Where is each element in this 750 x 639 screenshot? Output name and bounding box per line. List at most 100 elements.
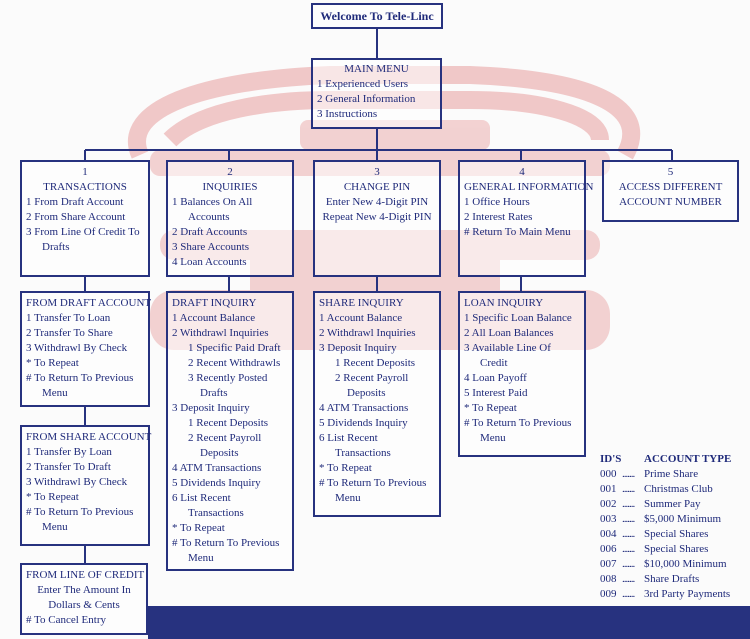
- transactions-item[interactable]: 3 From Line Of Credit To Drafts: [26, 226, 140, 253]
- legend-row: 004.......Special Shares: [600, 527, 750, 542]
- main-menu-box: MAIN MENU 1 Experienced Users 2 General …: [311, 58, 442, 129]
- from-share-title: FROM SHARE ACCOUNT: [26, 431, 152, 443]
- from-draft-title: FROM DRAFT ACCOUNT: [26, 297, 152, 309]
- legend-dots: .......: [622, 513, 635, 525]
- transactions-item[interactable]: 1 From Draft Account: [26, 196, 124, 208]
- main-menu-item[interactable]: 2 General Information: [317, 93, 416, 105]
- draft-inquiry-item[interactable]: 5 Dividends Inquiry: [172, 477, 261, 489]
- inquiries-item[interactable]: 1 Balances On All Accounts: [172, 196, 253, 223]
- legend-row: 002.......Summer Pay: [600, 497, 750, 512]
- legend-row: 008.......Share Drafts: [600, 572, 750, 587]
- legend-id: 004: [600, 528, 617, 540]
- change-pin-number: 3: [374, 166, 380, 178]
- share-inquiry-item[interactable]: 5 Dividends Inquiry: [319, 417, 408, 429]
- bottom-band: [148, 606, 750, 639]
- from-draft-item[interactable]: 3 Withdrawl By Check: [26, 342, 128, 354]
- draft-inquiry-item[interactable]: 2 Withdrawl Inquiries: [172, 327, 269, 339]
- legend-header: ID'S ACCOUNT TYPE: [600, 452, 750, 467]
- draft-inquiry-item[interactable]: 4 ATM Transactions: [172, 462, 262, 474]
- draft-inquiry-subitem[interactable]: 2 Recent Withdrawls: [188, 357, 281, 369]
- main-menu-item[interactable]: 3 Instructions: [317, 108, 378, 120]
- draft-inquiry-item[interactable]: 1 Account Balance: [172, 312, 256, 324]
- share-inquiry-subitem[interactable]: 1 Recent Deposits: [335, 357, 416, 369]
- from-share-item[interactable]: 1 Transfer By Loan: [26, 446, 112, 458]
- from-share-item[interactable]: # To Return To Previous Menu: [26, 506, 134, 533]
- draft-inquiry-subitem[interactable]: 3 Recently Posted Drafts: [188, 372, 268, 399]
- share-inquiry-item[interactable]: 2 Withdrawl Inquiries: [319, 327, 416, 339]
- legend-dots: .......: [622, 588, 635, 600]
- loan-inquiry-item[interactable]: 5 Interest Paid: [464, 387, 528, 399]
- general-info-box: 4 GENERAL INFORMATION 1 Office Hours 2 I…: [458, 160, 594, 277]
- from-loc-title: FROM LINE OF CREDIT: [26, 569, 145, 581]
- from-draft-box: FROM DRAFT ACCOUNT 1 Transfer To Loan 2 …: [20, 291, 152, 407]
- main-menu-item[interactable]: 1 Experienced Users: [317, 78, 409, 90]
- share-inquiry-item[interactable]: 1 Account Balance: [319, 312, 403, 324]
- general-info-item[interactable]: # Return To Main Menu: [464, 226, 571, 238]
- share-inquiry-item[interactable]: # To Return To Previous Menu: [319, 477, 427, 504]
- share-inquiry-item[interactable]: 3 Deposit Inquiry: [319, 342, 397, 354]
- share-inquiry-subitem[interactable]: 2 Recent Payroll Deposits: [335, 372, 409, 399]
- draft-inquiry-item[interactable]: # To Return To Previous Menu: [172, 537, 280, 564]
- from-loc-item[interactable]: Enter The Amount In Dollars & Cents: [37, 584, 131, 611]
- legend-id: 006: [600, 543, 617, 555]
- inquiries-item[interactable]: 3 Share Accounts: [172, 241, 249, 253]
- draft-inquiry-title: DRAFT INQUIRY: [172, 297, 257, 309]
- draft-inquiry-item[interactable]: 3 Deposit Inquiry: [172, 402, 250, 414]
- from-share-item[interactable]: * To Repeat: [26, 491, 79, 503]
- legend-id: 007: [600, 558, 617, 570]
- share-inquiry-item[interactable]: 6 List Recent Transactions: [319, 432, 391, 459]
- transactions-number: 1: [82, 166, 88, 178]
- loan-inquiry-box: LOAN INQUIRY 1 Specific Loan Balance 2 A…: [458, 291, 586, 457]
- inquiries-box: 2 INQUIRIES 1 Balances On All Accounts 2…: [166, 160, 294, 277]
- from-loc-box: FROM LINE OF CREDIT Enter The Amount In …: [20, 563, 148, 635]
- inquiries-item[interactable]: 2 Draft Accounts: [172, 226, 248, 238]
- legend-type: Share Drafts: [644, 573, 700, 585]
- loan-inquiry-item[interactable]: 2 All Loan Balances: [464, 327, 554, 339]
- legend-row: 003.......$5,000 Minimum: [600, 512, 750, 527]
- loan-inquiry-item[interactable]: 4 Loan Payoff: [464, 372, 527, 384]
- legend-row: 006.......Special Shares: [600, 542, 750, 557]
- transactions-item[interactable]: 2 From Share Account: [26, 211, 126, 223]
- legend-row: 007.......$10,000 Minimum: [600, 557, 750, 572]
- legend-id: 008: [600, 573, 617, 585]
- access-account-box: 5 ACCESS DIFFERENT ACCOUNT NUMBER: [602, 160, 739, 222]
- legend-type: Special Shares: [644, 528, 709, 540]
- legend-dots: .......: [622, 558, 635, 570]
- general-info-title: GENERAL INFORMATION: [464, 181, 594, 193]
- from-draft-item[interactable]: # To Return To Previous Menu: [26, 372, 134, 399]
- legend-type: Prime Share: [644, 468, 699, 480]
- access-account-number: 5: [667, 166, 674, 178]
- loan-inquiry-item[interactable]: 3 Available Line Of Credit: [464, 342, 551, 369]
- welcome-box: Welcome To Tele-Linc: [311, 3, 443, 29]
- from-share-item[interactable]: 3 Withdrawl By Check: [26, 476, 128, 488]
- loan-inquiry-item[interactable]: 1 Specific Loan Balance: [464, 312, 572, 324]
- share-inquiry-box: SHARE INQUIRY 1 Account Balance 2 Withdr…: [313, 291, 441, 517]
- inquiries-item[interactable]: 4 Loan Accounts: [172, 256, 247, 268]
- legend-id: 003: [600, 513, 617, 525]
- general-info-number: 4: [519, 166, 525, 178]
- change-pin-item[interactable]: Enter New 4-Digit PIN: [325, 196, 429, 208]
- draft-inquiry-subitem[interactable]: 1 Specific Paid Draft: [188, 342, 281, 354]
- from-loc-item[interactable]: # To Cancel Entry: [26, 614, 106, 626]
- legend-id-header: ID'S: [600, 453, 622, 465]
- from-draft-item[interactable]: 2 Transfer To Share: [26, 327, 113, 339]
- share-inquiry-item[interactable]: 4 ATM Transactions: [319, 402, 409, 414]
- loan-inquiry-item[interactable]: * To Repeat: [464, 402, 517, 414]
- legend-dots: .......: [622, 483, 635, 495]
- general-info-item[interactable]: 1 Office Hours: [464, 196, 530, 208]
- legend-id: 000: [600, 468, 617, 480]
- share-inquiry-item[interactable]: * To Repeat: [319, 462, 372, 474]
- access-account-title[interactable]: ACCESS DIFFERENT ACCOUNT NUMBER: [618, 181, 723, 208]
- draft-inquiry-subitem[interactable]: 1 Recent Deposits: [188, 417, 269, 429]
- from-share-item[interactable]: 2 Transfer To Draft: [26, 461, 111, 473]
- legend-dots: .......: [622, 543, 635, 555]
- loan-inquiry-title: LOAN INQUIRY: [464, 297, 544, 309]
- draft-inquiry-item[interactable]: 6 List Recent Transactions: [172, 492, 244, 519]
- general-info-item[interactable]: 2 Interest Rates: [464, 211, 533, 223]
- from-draft-item[interactable]: * To Repeat: [26, 357, 79, 369]
- change-pin-item[interactable]: Repeat New 4-Digit PIN: [322, 211, 432, 223]
- from-draft-item[interactable]: 1 Transfer To Loan: [26, 312, 111, 324]
- draft-inquiry-item[interactable]: * To Repeat: [172, 522, 225, 534]
- draft-inquiry-subitem[interactable]: 2 Recent Payroll Deposits: [188, 432, 262, 459]
- loan-inquiry-item[interactable]: # To Return To Previous Menu: [464, 417, 572, 444]
